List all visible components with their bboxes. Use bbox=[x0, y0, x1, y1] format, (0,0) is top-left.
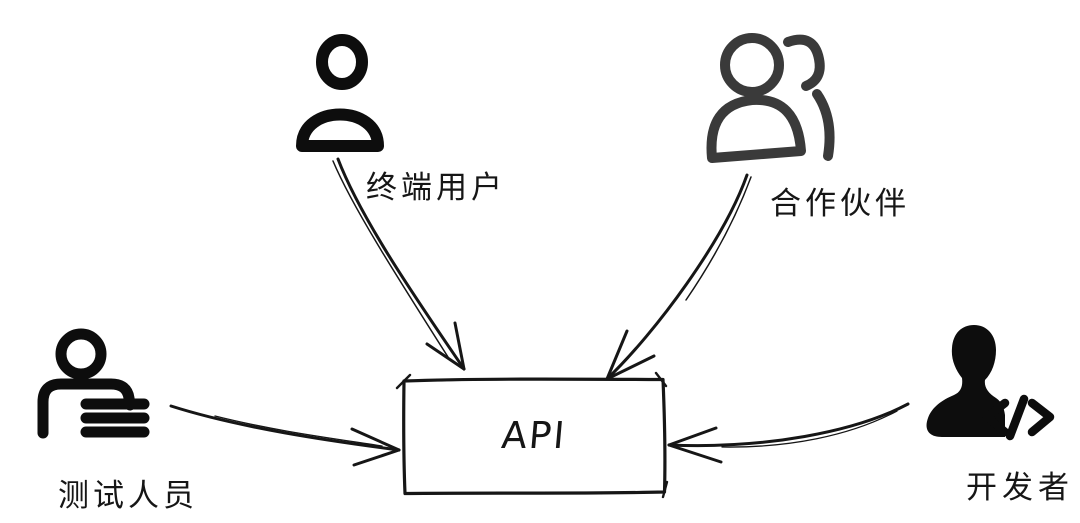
person-outline-icon bbox=[296, 34, 384, 152]
developer-silhouette bbox=[926, 325, 1005, 437]
actor-developer bbox=[920, 322, 1056, 446]
actor-end-user bbox=[291, 30, 389, 158]
arrow-partner-to-api bbox=[605, 173, 752, 381]
actor-partner bbox=[700, 27, 840, 173]
actor-end-user-label: 终端用户 bbox=[366, 170, 506, 206]
api-box-label: API bbox=[499, 414, 569, 457]
people-outline-icon bbox=[706, 33, 835, 163]
arrow-end-user-to-api bbox=[332, 157, 466, 371]
person-checklist-icon bbox=[37, 328, 150, 439]
arrow-developer-to-api bbox=[667, 402, 910, 464]
developer-bust-code-icon bbox=[926, 325, 1055, 441]
actor-developer-label: 开发者 bbox=[966, 470, 1074, 506]
actor-tester-label: 测试人员 bbox=[58, 478, 198, 514]
arrow-tester-to-api bbox=[169, 404, 401, 467]
actor-tester bbox=[34, 325, 152, 447]
code-brackets-icon bbox=[982, 394, 1055, 441]
api-box bbox=[395, 371, 669, 499]
actor-partner-label: 合作伙伴 bbox=[770, 186, 910, 222]
